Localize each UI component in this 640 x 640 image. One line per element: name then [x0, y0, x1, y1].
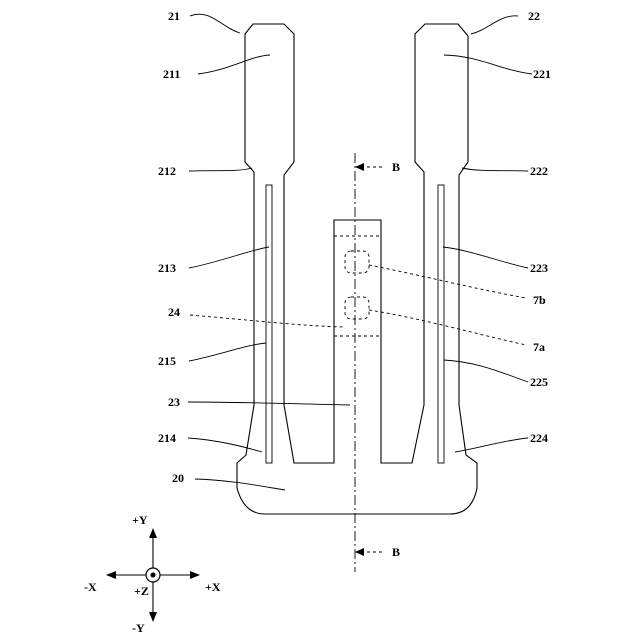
section-label-top: B: [392, 160, 400, 174]
section-arrow-bottom: [355, 548, 364, 556]
leader-211: [198, 55, 270, 74]
leader-20: [195, 479, 285, 490]
label-211: 211: [163, 67, 180, 81]
leader-221: [444, 55, 532, 74]
label-23: 23: [168, 395, 180, 409]
leader-222: [462, 168, 528, 171]
axis-z-dot: [151, 573, 156, 578]
label-212: 212: [158, 164, 176, 178]
slot-225: [438, 185, 444, 463]
axis-arrow-right: [190, 571, 200, 579]
leader-212: [189, 168, 252, 171]
label-221: 221: [533, 67, 551, 81]
leader-21: [190, 14, 240, 33]
section-arrow-top: [355, 163, 364, 171]
axis-label-minus-x: -X: [84, 580, 97, 594]
axis-label-plus-y: +Y: [132, 513, 148, 527]
label-21: 21: [168, 9, 180, 23]
label-22: 22: [528, 9, 540, 23]
label-224: 224: [530, 431, 548, 445]
label-7a: 7a: [533, 340, 545, 354]
label-7b: 7b: [533, 293, 546, 307]
label-214: 214: [158, 431, 176, 445]
component-outline: [237, 24, 477, 514]
axis-arrow-left: [106, 571, 116, 579]
axis-arrow-up: [149, 528, 157, 538]
section-label-bottom: B: [392, 545, 400, 559]
axis-label-minus-y: -Y: [132, 621, 145, 635]
axis-label-plus-z: +Z: [134, 584, 149, 598]
leader-225: [444, 360, 528, 382]
label-215: 215: [158, 354, 176, 368]
label-20: 20: [172, 471, 184, 485]
pad-7a: [345, 297, 369, 319]
leader-223: [443, 247, 528, 268]
leader-22: [471, 16, 518, 34]
leader-7a: [369, 310, 526, 345]
label-225: 225: [530, 375, 548, 389]
label-24: 24: [168, 305, 180, 319]
leader-7b: [369, 265, 526, 298]
leader-23: [188, 402, 350, 405]
label-213: 213: [158, 261, 176, 275]
label-222: 222: [530, 164, 548, 178]
label-223: 223: [530, 261, 548, 275]
leader-214: [188, 438, 262, 452]
leader-24: [190, 315, 345, 327]
leader-224: [455, 438, 528, 452]
axis-label-plus-x: +X: [205, 580, 221, 594]
leader-213: [189, 247, 269, 268]
pad-7b: [345, 251, 369, 273]
axis-arrow-down: [149, 612, 157, 622]
slot-215: [266, 185, 272, 463]
